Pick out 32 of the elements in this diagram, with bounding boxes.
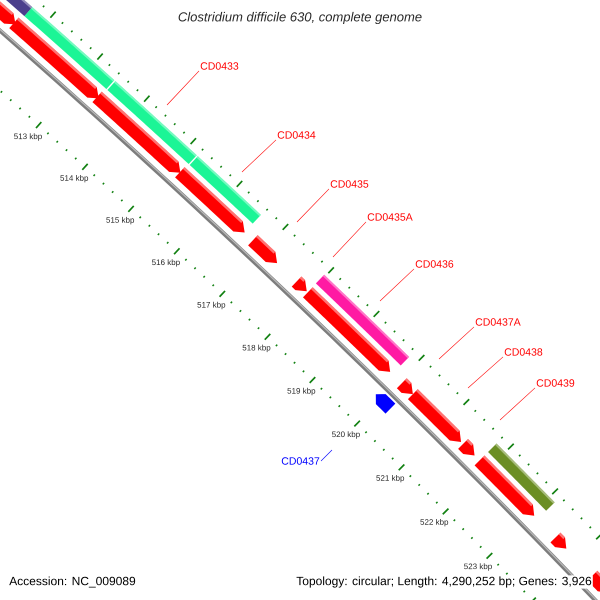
footer-text: Accession: NC_009089 (8, 575, 137, 589)
leader-line (296, 188, 330, 222)
leader-line (332, 222, 366, 258)
tick-label: 523 kbp (464, 563, 492, 571)
gene-label: CD0436 (416, 260, 454, 268)
tick-label: 519 kbp (287, 388, 316, 396)
leader-line (166, 70, 200, 106)
gene-label: CD0437 (282, 457, 320, 465)
leader-line (468, 356, 504, 388)
tick-label: 513 kbp (14, 133, 42, 141)
tick-label: 518 kbp (242, 344, 270, 352)
gene-label: CD0439 (536, 379, 574, 387)
gene-label: CD0433 (200, 62, 238, 70)
gene-label: CD0437A (476, 318, 521, 326)
tick-label: 516 kbp (152, 259, 180, 267)
leader-line (380, 268, 414, 302)
map-title: Clostridium difficile 630, complete genome (178, 12, 422, 24)
tick-label: 517 kbp (197, 302, 226, 310)
tick-label: 514 kbp (60, 174, 88, 182)
gene-label: CD0434 (278, 131, 316, 139)
gene-label: CD0435A (368, 213, 413, 221)
leader-line (242, 140, 276, 172)
tick-label: 515 kbp (106, 216, 134, 224)
footer-text: Topology: circular; Length: 4,290,252 bp; Genes: 3,926 (295, 575, 593, 589)
gene-label: CD0435 (330, 180, 368, 188)
leader-line (500, 388, 536, 420)
leader-line (438, 326, 474, 360)
tick-label: 520 kbp (332, 431, 360, 439)
tick-label: 521 kbp (376, 474, 404, 482)
leader-line (320, 450, 332, 462)
tick-label: 522 kbp (420, 518, 448, 526)
gene-label: CD0438 (504, 348, 542, 356)
